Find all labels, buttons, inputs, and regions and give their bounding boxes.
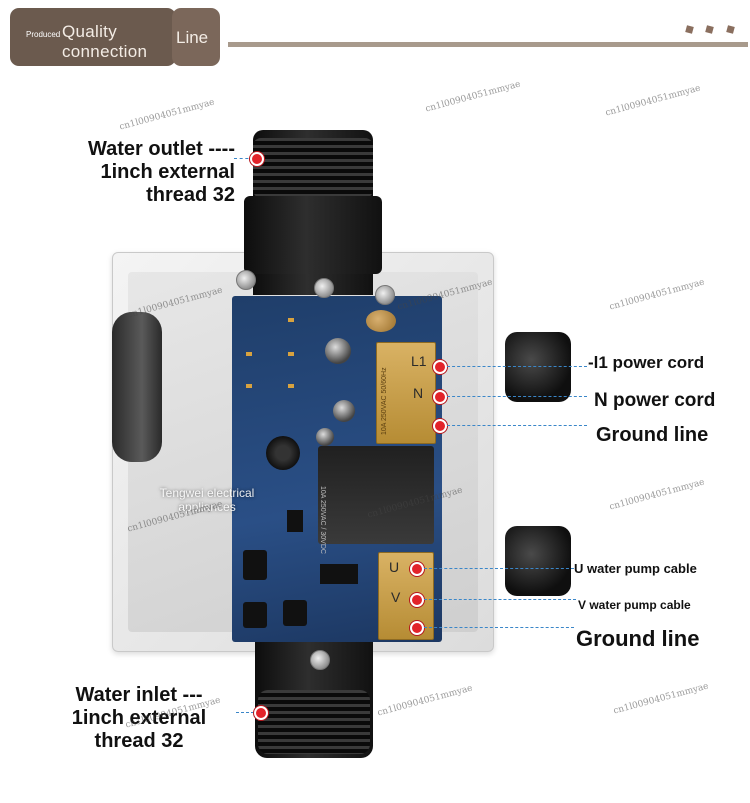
button	[243, 602, 267, 628]
leader-v	[424, 599, 576, 600]
header-dot	[726, 25, 735, 34]
line-badge: Line	[172, 8, 220, 66]
capacitor	[333, 400, 355, 422]
watermark: cn1l00904051mmyae	[608, 277, 706, 313]
label-ground-line-bottom: Ground line	[576, 626, 700, 651]
badge-produced-text: Produced	[26, 30, 61, 39]
marker-ground-top	[433, 419, 447, 433]
watermark: cn1l00904051mmyae	[424, 79, 522, 115]
label-ground-line-top: Ground line	[596, 424, 709, 446]
cable-gland-bottom	[505, 526, 571, 596]
watermark: cn1l00904051mmyae	[376, 683, 474, 719]
label-l1-power-cord: -l1 power cord	[588, 353, 705, 372]
label-water-outlet: Water outlet ---- 1inch external thread …	[87, 138, 235, 206]
button	[243, 550, 267, 580]
marker-u	[410, 562, 424, 576]
screw	[314, 278, 334, 298]
chip	[287, 510, 303, 532]
label-v-water-pump-cable: V water pump cable	[578, 598, 691, 612]
header-divider	[228, 42, 748, 47]
leader-l1	[447, 366, 587, 367]
leader-ground-bottom	[424, 627, 574, 628]
watermark: cn1l00904051mmyae	[604, 83, 702, 119]
relay: 10A 250VAC / 30VDC	[318, 446, 434, 554]
outlet-thread	[253, 138, 373, 198]
indicator-led	[246, 384, 252, 388]
transformer-coil	[266, 436, 300, 470]
marker-outlet	[250, 152, 264, 166]
quality-badge: Produced Quality connection	[10, 8, 176, 66]
watermark: cn1l00904051mmyae	[612, 681, 710, 717]
leader-ground-top	[447, 425, 587, 426]
label-water-inlet: Water inlet --- 1inch external thread 32	[71, 684, 207, 752]
watermark: cn1l00904051mmyae	[608, 477, 706, 513]
marker-inlet	[254, 706, 268, 720]
capacitor	[325, 338, 351, 364]
indicator-led	[246, 352, 252, 356]
leader-n	[447, 396, 587, 397]
pump-terminal-block: U V	[378, 552, 434, 640]
leader-u	[424, 568, 574, 569]
side-port	[112, 312, 162, 462]
brand-overlay: Tengwei electrical appliances	[159, 486, 255, 514]
watermark: cn1l00904051mmyae	[118, 97, 216, 133]
badge-title: Quality connection	[62, 22, 148, 61]
terminal-marking: 10A 250VAC 50/60Hz	[381, 367, 388, 435]
terminal-label-n: N	[413, 385, 424, 401]
screw	[236, 270, 256, 290]
cable-gland-top	[505, 332, 571, 402]
indicator-led	[288, 352, 294, 356]
badge-line-text: Line	[176, 28, 209, 47]
header-dot	[685, 25, 694, 34]
inlet-thread	[258, 690, 370, 754]
marker-n	[433, 390, 447, 404]
chip	[320, 564, 358, 584]
varistor	[366, 310, 396, 332]
indicator-led	[288, 318, 294, 322]
terminal-label-u: U	[389, 559, 400, 575]
marker-ground-bottom	[410, 621, 424, 635]
indicator-led	[288, 384, 294, 388]
terminal-label-v: V	[391, 589, 401, 605]
screw	[375, 285, 395, 305]
outlet-nut	[244, 196, 382, 274]
label-u-water-pump-cable: U water pump cable	[574, 561, 697, 576]
button	[283, 600, 307, 626]
label-n-power-cord: N power cord	[594, 390, 716, 411]
screw	[310, 650, 330, 670]
capacitor	[316, 428, 334, 446]
marker-l1	[433, 360, 447, 374]
terminal-label-l1: L1	[411, 353, 427, 369]
marker-v	[410, 593, 424, 607]
leader-outlet	[234, 158, 254, 159]
leader-inlet	[236, 712, 254, 713]
header-dot	[705, 25, 714, 34]
power-terminal-block: L1 N 10A 250VAC 50/60Hz	[376, 342, 436, 444]
